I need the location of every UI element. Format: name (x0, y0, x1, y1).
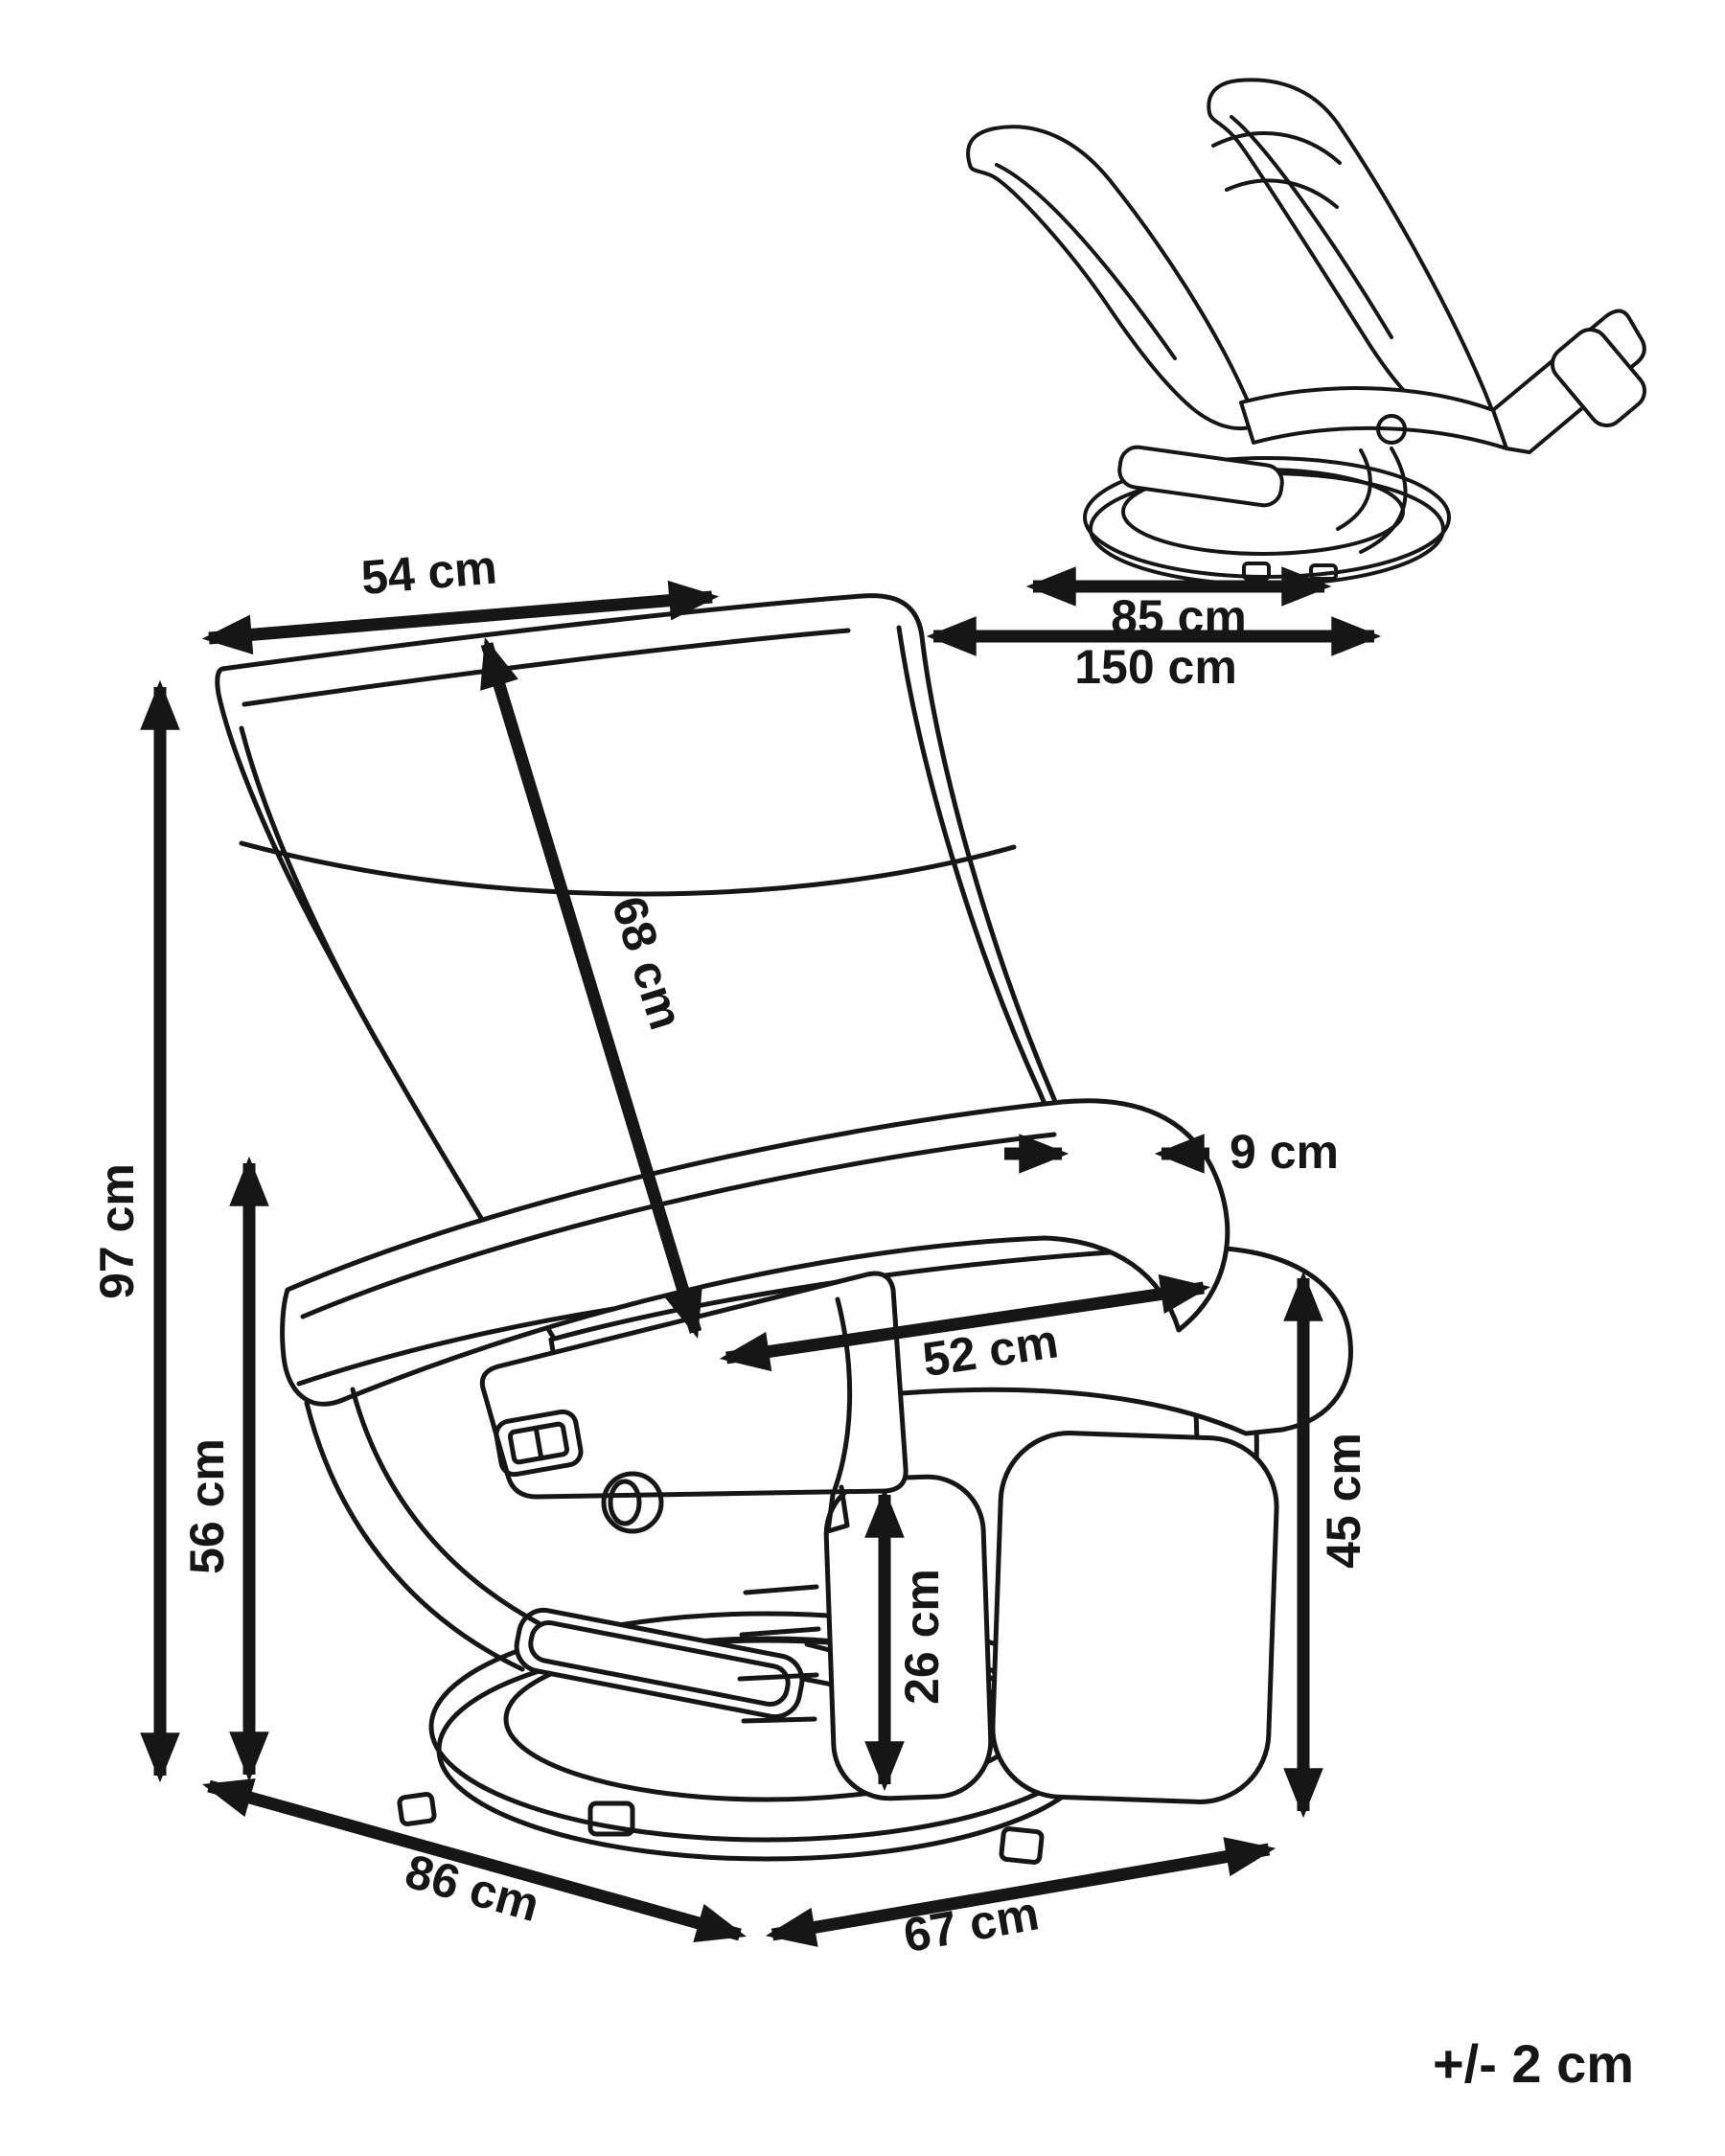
dim-label: 45 cm (1317, 1433, 1370, 1569)
tolerance-note: +/- 2 cm (1433, 2033, 1634, 2094)
base-foot-tab (397, 1792, 437, 1826)
front-foot-pad (514, 1607, 805, 1720)
reclined-chair-drawing (966, 78, 1647, 586)
dim-seat-height: 45 cm (1283, 1271, 1370, 1819)
dim-backrest-top-width: 54 cm (201, 539, 720, 655)
under-seat-slats (737, 1584, 821, 1724)
front-frame-inner (350, 1387, 541, 1626)
reclined-footplate (1550, 328, 1647, 427)
dim-label: 150 cm (1074, 640, 1237, 694)
dim-total-depth: 86 cm (201, 1778, 748, 1942)
dim-seat-width: 52 cm (719, 1273, 1211, 1387)
reclined-foot-pad (1117, 445, 1284, 508)
side-cushion-large (990, 1431, 1279, 1804)
swivel-knob-inner (608, 1479, 642, 1526)
front-frame-outer (304, 1400, 525, 1672)
dim-label: 26 cm (895, 1569, 949, 1705)
dim-armrest-height: 56 cm (180, 1156, 269, 1782)
recline-switch (494, 1409, 584, 1478)
recline-switch-divider (533, 1425, 544, 1461)
dim-front-depth: 67 cm (765, 1837, 1276, 1962)
dim-label: 97 cm (90, 1163, 144, 1299)
reclined-backrest-piping (1230, 115, 1393, 339)
base-foot-tab (999, 1826, 1045, 1865)
dim-label: 54 cm (359, 539, 499, 605)
dim-line (719, 1273, 1211, 1372)
reclined-knob (1376, 414, 1407, 445)
dim-side-cushion-height: 26 cm (864, 1487, 949, 1792)
dim-reclined-total-depth: 150 cm (926, 616, 1382, 694)
dim-label: 56 cm (180, 1438, 234, 1574)
dim-total-height: 97 cm (90, 679, 180, 1783)
main-chair-drawing (215, 593, 1353, 1865)
dim-line (480, 637, 702, 1339)
reclined-headrest-seam (1211, 131, 1342, 209)
dim-label: 67 cm (900, 1886, 1043, 1962)
backrest-left-piping (239, 725, 381, 1047)
dimension-annotations: 54 cm 68 cm 97 cm 56 cm 9 cm 52 cm 26 cm (90, 539, 1634, 2093)
dim-line (765, 1837, 1276, 1947)
reclined-armrest-piping (995, 163, 1177, 360)
dim-line (201, 580, 720, 655)
front-foot-pad-inner (528, 1620, 791, 1707)
dim-armrest-thickness: 9 cm (1004, 1125, 1339, 1179)
reclined-support-inner (1336, 448, 1372, 531)
swivel-knob (601, 1471, 664, 1534)
dim-line (201, 1778, 748, 1942)
dim-label: 9 cm (1230, 1125, 1339, 1179)
